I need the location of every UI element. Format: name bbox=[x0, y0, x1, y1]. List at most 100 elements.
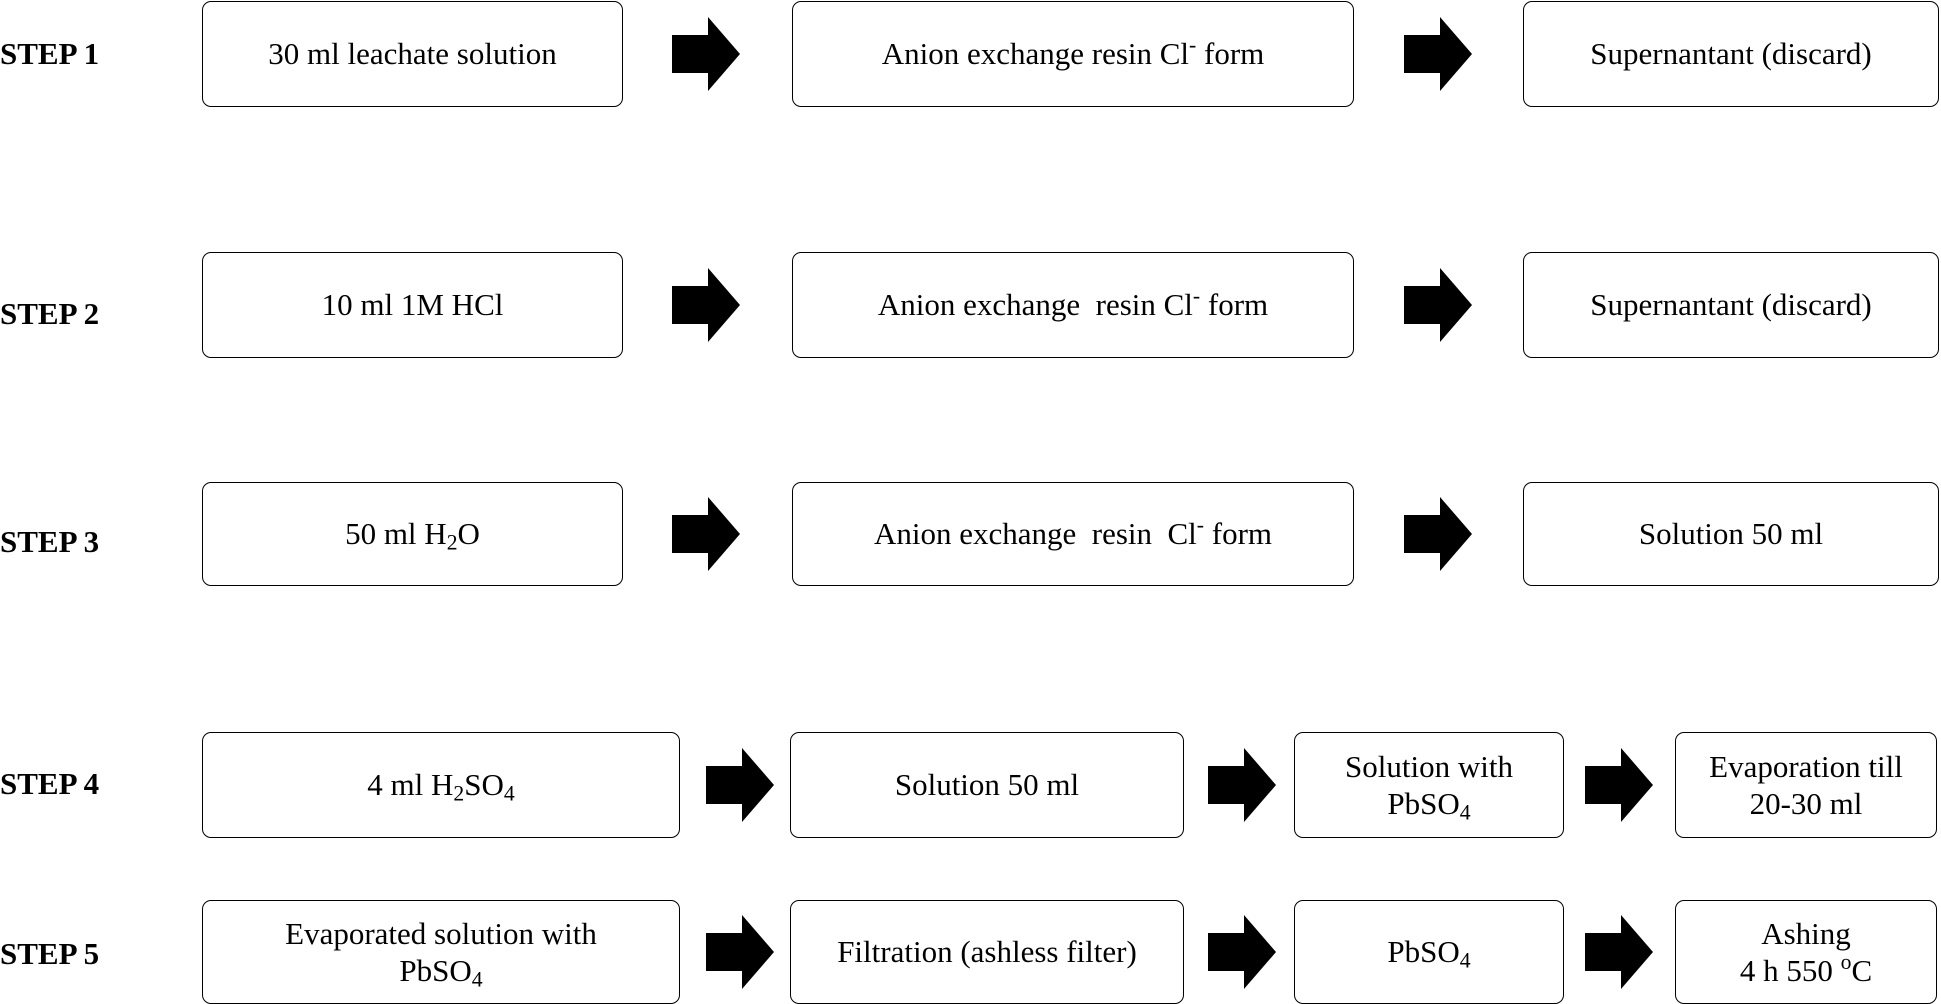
superscript: - bbox=[1196, 513, 1205, 538]
text-run: 4 h 550 bbox=[1739, 953, 1841, 988]
box-text-line: Solution 50 ml bbox=[1639, 515, 1823, 552]
step-5-box-2: Filtration (ashless filter) bbox=[790, 900, 1184, 1004]
box-text: Supernantant (discard) bbox=[1590, 35, 1871, 72]
step-3-box-3: Solution 50 ml bbox=[1523, 482, 1939, 586]
text-run: 20-30 ml bbox=[1749, 786, 1863, 821]
box-text-line: Evaporated solution with bbox=[285, 915, 597, 952]
step-5-box-3: PbSO4 bbox=[1294, 900, 1564, 1004]
text-run: SO bbox=[464, 767, 504, 803]
box-text: 4 ml H2SO4 bbox=[367, 766, 515, 806]
right-arrow-icon bbox=[672, 17, 740, 91]
box-text: Anion exchange resin Cl- form bbox=[874, 515, 1272, 552]
step-2-box-1: 10 ml 1M HCl bbox=[202, 252, 623, 358]
right-arrow-icon bbox=[1208, 915, 1276, 989]
text-run: PbSO bbox=[1387, 786, 1460, 821]
text-run: Solution 50 ml bbox=[894, 767, 1080, 803]
box-text-line: Evaporation till bbox=[1709, 748, 1903, 785]
box-text-line: Solution 50 ml bbox=[895, 766, 1079, 803]
box-text-line: PbSO4 bbox=[1345, 785, 1513, 825]
subscript: 4 bbox=[471, 967, 483, 992]
right-arrow-icon bbox=[1404, 17, 1472, 91]
text-run: Evaporated solution with bbox=[285, 915, 597, 951]
box-text: 50 ml H2O bbox=[345, 515, 480, 555]
step-1-box-1: 30 ml leachate solution bbox=[202, 1, 623, 107]
text-run: PbSO bbox=[1387, 934, 1460, 970]
box-text-line: Anion exchange resin Cl- form bbox=[874, 515, 1272, 552]
text-run: form bbox=[1196, 36, 1265, 72]
superscript: o bbox=[1840, 950, 1852, 975]
box-text-line: 50 ml H2O bbox=[345, 515, 480, 555]
box-text-line: 30 ml leachate solution bbox=[268, 35, 556, 72]
box-text-line: 20-30 ml bbox=[1709, 785, 1903, 822]
text-run: 4 ml H bbox=[367, 767, 454, 803]
right-arrow-icon bbox=[1585, 748, 1653, 822]
step-2-box-3: Supernantant (discard) bbox=[1523, 252, 1939, 358]
box-text-line: 4 ml H2SO4 bbox=[367, 766, 515, 806]
right-arrow-icon bbox=[706, 915, 774, 989]
subscript: 4 bbox=[503, 781, 515, 806]
box-text: PbSO4 bbox=[1387, 933, 1470, 971]
box-text: Anion exchange resin Cl- form bbox=[882, 35, 1265, 72]
subscript: 2 bbox=[453, 781, 465, 806]
text-run: Solution with bbox=[1345, 748, 1513, 784]
superscript: - bbox=[1192, 284, 1201, 309]
box-text: Supernantant (discard) bbox=[1590, 286, 1871, 323]
text-run: 30 ml leachate solution bbox=[268, 36, 557, 72]
box-text-line: Supernantant (discard) bbox=[1590, 35, 1871, 72]
box-text: Filtration (ashless filter) bbox=[837, 933, 1137, 970]
text-run: Ashing bbox=[1761, 915, 1851, 951]
box-text: Solution 50 ml bbox=[1639, 515, 1823, 552]
step-1-label: STEP 1 bbox=[0, 36, 100, 71]
step-1-box-2: Anion exchange resin Cl- form bbox=[792, 1, 1354, 107]
step-1-box-3: Supernantant (discard) bbox=[1523, 1, 1939, 107]
text-run: O bbox=[457, 516, 480, 552]
box-text-line: Solution with bbox=[1345, 748, 1513, 785]
step-3-box-1: 50 ml H2O bbox=[202, 482, 623, 586]
right-arrow-icon bbox=[1585, 915, 1653, 989]
text-run: Filtration (ashless filter) bbox=[837, 934, 1137, 970]
box-text: 10 ml 1M HCl bbox=[322, 286, 504, 323]
text-run: Anion exchange resin Cl bbox=[873, 516, 1197, 552]
box-text-line: Filtration (ashless filter) bbox=[837, 933, 1137, 970]
text-run: Anion exchange resin Cl bbox=[881, 36, 1190, 72]
step-5-label: STEP 5 bbox=[0, 936, 100, 971]
right-arrow-icon bbox=[1404, 497, 1472, 571]
right-arrow-icon bbox=[672, 268, 740, 342]
text-run: Anion exchange resin Cl bbox=[877, 287, 1193, 323]
box-text-line: Ashing bbox=[1740, 915, 1872, 952]
text-run: form bbox=[1200, 287, 1269, 323]
text-run: 10 ml 1M HCl bbox=[321, 287, 504, 323]
step-2-label: STEP 2 bbox=[0, 296, 100, 331]
box-text: Solution 50 ml bbox=[895, 766, 1079, 803]
right-arrow-icon bbox=[1404, 268, 1472, 342]
text-run: Evaporation till bbox=[1709, 748, 1903, 784]
text-run: Supernantant (discard) bbox=[1590, 36, 1872, 72]
step-4-label: STEP 4 bbox=[0, 766, 100, 801]
subscript: 2 bbox=[446, 530, 458, 555]
box-text: 30 ml leachate solution bbox=[268, 35, 556, 72]
box-text-line: Supernantant (discard) bbox=[1590, 286, 1871, 323]
step-3-box-2: Anion exchange resin Cl- form bbox=[792, 482, 1354, 586]
box-text-line: Anion exchange resin Cl- form bbox=[882, 35, 1265, 72]
text-run: form bbox=[1204, 516, 1273, 552]
step-2-box-2: Anion exchange resin Cl- form bbox=[792, 252, 1354, 358]
box-text-line: PbSO4 bbox=[1387, 933, 1470, 971]
step-4-box-1: 4 ml H2SO4 bbox=[202, 732, 680, 838]
step-4-box-2: Solution 50 ml bbox=[790, 732, 1184, 838]
right-arrow-icon bbox=[672, 497, 740, 571]
superscript: - bbox=[1189, 33, 1197, 58]
text-run: 50 ml H bbox=[345, 516, 447, 552]
box-text-line: Anion exchange resin Cl- form bbox=[878, 286, 1268, 323]
text-run: C bbox=[1851, 953, 1873, 988]
subscript: 4 bbox=[1459, 800, 1471, 825]
text-run: Solution 50 ml bbox=[1638, 516, 1824, 552]
box-text-line: PbSO4 bbox=[285, 952, 597, 992]
box-text: Anion exchange resin Cl- form bbox=[878, 286, 1268, 323]
